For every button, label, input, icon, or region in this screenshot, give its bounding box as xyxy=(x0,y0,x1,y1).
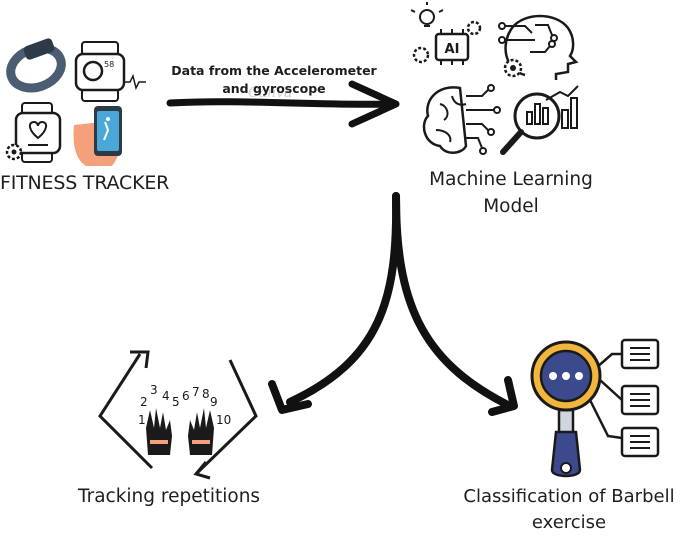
analytics-magnifier-icon xyxy=(500,85,579,155)
svg-text:8: 8 xyxy=(202,387,210,401)
svg-text:5: 5 xyxy=(172,395,180,409)
ai-chip-icon: AI xyxy=(410,2,482,65)
list-card-icon xyxy=(620,426,660,458)
list-card-icon xyxy=(620,338,660,370)
split-arrows xyxy=(268,192,518,416)
svg-text:10: 10 xyxy=(216,413,231,427)
fitness-tracker-label: FITNESS TRACKER xyxy=(0,172,170,194)
classification-icon xyxy=(530,338,660,478)
repetition-counting-icon: 1 2 3 4 5 6 7 8 9 10 xyxy=(98,350,258,480)
svg-text:1: 1 xyxy=(138,413,146,427)
ml-model-icons: AI xyxy=(410,2,579,155)
ai-head-icon xyxy=(498,14,579,80)
classification-label: Classification of Barbell exercise xyxy=(463,486,675,533)
data-flow-arrow: Canva xyxy=(166,80,400,128)
ml-model-label: Machine Learning Model xyxy=(429,169,593,217)
magnifier-icon xyxy=(530,340,602,478)
fitness-band-icon xyxy=(6,38,66,93)
heart-watch-icon xyxy=(5,102,62,163)
watch-digit-text: 58 xyxy=(104,60,114,69)
fitness-tracker-icons: 58 xyxy=(5,38,146,166)
digital-watch-icon: 58 xyxy=(74,41,146,102)
ai-brain-icon xyxy=(422,84,501,155)
svg-text:4: 4 xyxy=(162,389,170,403)
list-card-icon xyxy=(620,384,660,416)
ai-chip-text: AI xyxy=(445,42,460,57)
svg-text:2: 2 xyxy=(140,395,148,409)
data-flow-label: Data from the Accelerometer and gyroscop… xyxy=(171,63,377,96)
phone-in-hand-icon xyxy=(73,106,122,166)
svg-text:6: 6 xyxy=(182,389,190,403)
svg-text:3: 3 xyxy=(150,383,158,397)
svg-text:Canva: Canva xyxy=(248,85,292,101)
svg-text:9: 9 xyxy=(210,395,218,409)
svg-text:7: 7 xyxy=(192,385,200,399)
tracking-repetitions-label: Tracking repetitions xyxy=(78,486,261,507)
